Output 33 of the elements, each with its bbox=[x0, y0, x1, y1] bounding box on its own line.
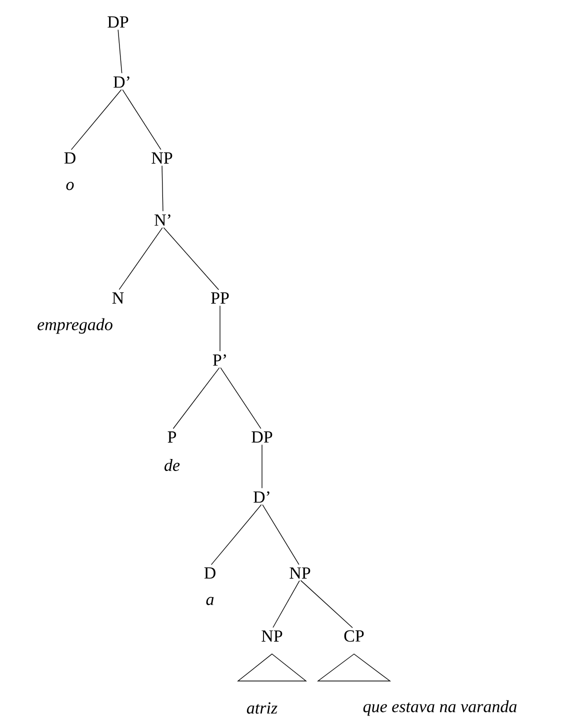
word-label: que estava na varanda bbox=[363, 700, 517, 716]
tree-branch bbox=[210, 504, 262, 566]
word-label: atriz bbox=[246, 702, 278, 714]
tree-branch bbox=[220, 367, 262, 429]
word-label: o bbox=[66, 182, 74, 190]
category-label: PP bbox=[211, 292, 229, 304]
category-label: D’ bbox=[114, 76, 130, 88]
category-label: P’ bbox=[212, 354, 226, 366]
category-label: D bbox=[64, 152, 76, 164]
category-label: DP bbox=[252, 431, 272, 443]
tree-branch bbox=[162, 165, 164, 212]
tree-branch bbox=[122, 89, 162, 150]
tree-branch bbox=[70, 89, 122, 150]
word-label: empregado bbox=[38, 318, 112, 334]
word-label: a bbox=[206, 596, 214, 606]
word-label: de bbox=[164, 459, 180, 471]
tree-branch bbox=[300, 580, 353, 628]
tree-branch bbox=[262, 504, 300, 565]
category-label: CP bbox=[344, 630, 364, 642]
category-label: N bbox=[112, 292, 124, 304]
category-label: NP bbox=[290, 567, 310, 579]
tree-branch bbox=[118, 227, 163, 290]
tree-branch bbox=[118, 29, 122, 74]
category-label: D bbox=[204, 567, 216, 579]
tree-branch bbox=[163, 227, 220, 290]
category-label: DP bbox=[108, 16, 128, 28]
category-label: NP bbox=[152, 152, 172, 164]
category-label: N’ bbox=[154, 214, 170, 226]
category-label: D’ bbox=[254, 491, 270, 503]
category-label: P bbox=[168, 431, 176, 443]
tree-branch bbox=[172, 367, 220, 429]
tree-branch bbox=[272, 580, 300, 628]
category-label: NP bbox=[262, 630, 282, 642]
